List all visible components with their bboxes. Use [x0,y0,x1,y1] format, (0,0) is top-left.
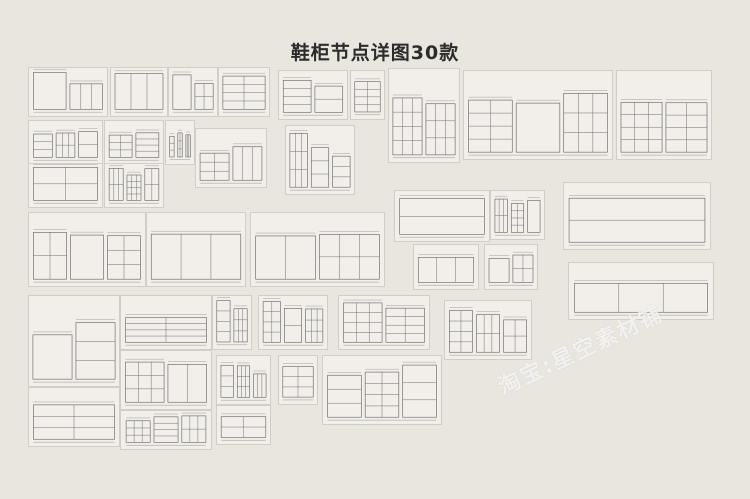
cabinet-elevation-icon [392,94,456,158]
cabinet-elevation-icon [125,358,207,406]
cabinet-elevation-icon [150,231,242,283]
cabinet-elevation-icon [108,129,160,161]
cad-drawing-sheet [195,128,267,188]
cabinet-elevation-icon [216,297,248,346]
cabinet-elevation-icon [354,78,381,115]
cad-drawing-sheet [216,355,271,405]
cad-drawing-sheet [350,70,385,120]
cabinet-elevation-icon [468,90,608,156]
cabinet-elevation-icon [282,77,344,116]
cabinet-elevation-icon [220,413,267,441]
page-title: 鞋柜节点详图30款 [290,42,460,64]
cad-drawing-sheet [28,67,108,117]
cabinet-elevation-icon [289,130,351,191]
cad-drawing-sheet [258,295,328,350]
cad-drawing-sheet [490,190,545,240]
cabinet-elevation-icon [262,298,324,346]
cad-drawing-sheet [28,212,146,287]
cabinet-elevation-icon [125,314,207,346]
cabinet-elevation-icon [222,73,266,113]
cabinet-elevation-icon [33,401,115,443]
cad-drawing-sheet [563,182,711,250]
cabinet-elevation-icon [282,363,314,401]
cad-drawing-sheet [413,244,479,290]
cabinet-elevation-icon [488,251,534,286]
cad-drawing-sheet [444,300,532,360]
cad-drawing-sheet [278,70,348,120]
cabinet-elevation-icon [494,195,541,236]
cad-drawing-sheet [218,67,270,117]
cad-drawing-sheet [616,70,712,160]
cad-drawing-sheet [104,163,164,208]
cabinet-elevation-icon [114,70,164,113]
cad-drawing-sheet [285,125,355,195]
cabinet-elevation-icon [343,299,425,346]
cad-drawing-sheet [394,190,490,242]
cad-drawing-sheet [484,244,538,290]
cad-drawing-sheet [338,295,430,350]
cad-drawing-sheet [28,387,120,447]
cad-drawing-sheet [568,262,714,320]
cad-drawing-sheet [212,295,252,350]
cad-drawing-sheet [250,212,385,287]
cabinet-elevation-icon [33,229,141,283]
cad-drawing-sheet [216,405,271,445]
cad-drawing-sheet [120,350,212,410]
cad-drawing-sheet [146,212,246,287]
cad-drawing-sheet [322,355,442,425]
cabinet-elevation-icon [417,254,475,286]
cabinet-elevation-icon [172,71,214,113]
cad-drawing-sheet [28,295,120,387]
cabinet-elevation-icon [108,165,160,204]
cad-drawing-sheet [28,120,103,165]
cabinet-elevation-icon [169,129,191,160]
cabinet-elevation-icon [32,319,116,383]
cabinet-elevation-icon [449,307,527,356]
cabinet-elevation-icon [33,69,103,113]
cabinet-elevation-icon [199,143,263,184]
cad-drawing-sheet [28,163,103,208]
cabinet-elevation-icon [33,128,98,161]
cabinet-elevation-icon [255,231,380,283]
cad-drawing-sheet [120,410,212,450]
cabinet-elevation-icon [568,195,706,246]
cabinet-elevation-icon [125,412,207,446]
cabinet-elevation-icon [220,362,267,401]
cabinet-elevation-icon [327,361,437,421]
cad-drawing-sheet [168,67,218,117]
cad-drawing-sheet [110,67,168,117]
cad-drawing-sheet [104,120,164,165]
cad-drawing-sheet [388,68,460,163]
cabinet-elevation-icon [33,164,98,204]
cad-drawing-sheet [278,355,318,405]
cad-drawing-sheet [463,70,613,160]
cabinet-elevation-icon [574,280,708,316]
cad-drawing-sheet [165,120,195,165]
cabinet-elevation-icon [620,99,708,156]
cabinet-elevation-icon [399,195,485,238]
cad-drawing-sheet [120,295,212,350]
